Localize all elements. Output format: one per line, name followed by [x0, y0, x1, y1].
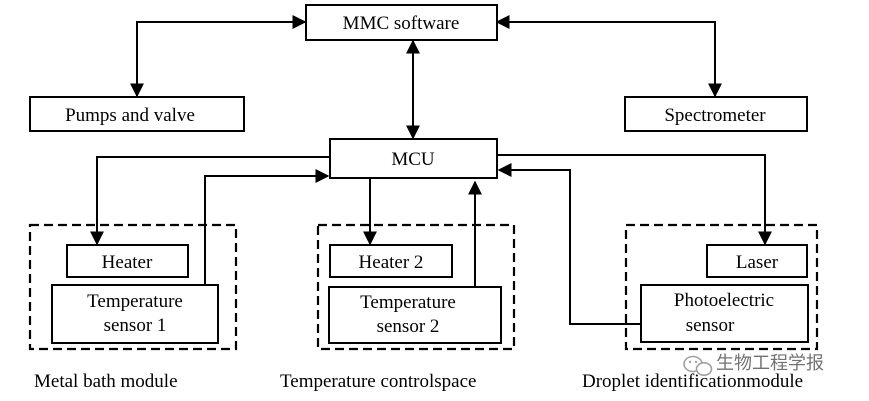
- mcu-laser-link: [497, 154, 772, 246]
- temperature-sensor1-label-line2: sensor 1: [104, 315, 167, 336]
- mcu-label: MCU: [391, 149, 435, 170]
- droplet-identification-module-caption: Droplet identificationmodule: [582, 371, 803, 392]
- temperature-sensor2-block: Temperature sensor 2: [328, 286, 502, 344]
- temperature-control-module-caption: Temperature controlspace: [280, 371, 477, 392]
- mcu-block: MCU: [329, 138, 498, 179]
- mmc-software-label: MMC software: [343, 13, 460, 34]
- pumps-valve-block: Pumps and valve: [29, 96, 245, 132]
- photoelectric-sensor-label-line1: Photoelectric: [674, 290, 774, 311]
- spectrometer-block: Spectrometer: [624, 96, 808, 132]
- metal-bath-module-caption: Metal bath module: [34, 371, 178, 392]
- wechat-logo-icon: [683, 355, 713, 376]
- mmc-pumps-link: [130, 15, 307, 98]
- temperature-sensor2-label-line2: sensor 2: [377, 316, 440, 337]
- droplet-identification-module-frame: [624, 223, 819, 351]
- photoelectric-sensor-block: Photoelectric sensor: [640, 284, 809, 343]
- temperature-sensor1-label-line1: Temperature: [87, 291, 183, 312]
- photosensor-mcu-link: [497, 163, 640, 325]
- metal-bath-module-frame: [28, 223, 238, 351]
- watermark-text: 生物工程学报: [716, 353, 824, 374]
- mcu-heater1-link: [90, 156, 330, 246]
- mmc-spectrometer-link: [495, 15, 722, 98]
- temperature-control-module-frame: [316, 223, 516, 351]
- heater2-block: Heater 2: [329, 244, 453, 278]
- mmc-software-block: MMC software: [305, 4, 498, 41]
- pumps-valve-label: Pumps and valve: [65, 105, 195, 126]
- heater1-block: Heater: [66, 244, 189, 278]
- watermark: 生物工程学报: [683, 353, 824, 376]
- spectrometer-label: Spectrometer: [664, 105, 766, 126]
- laser-label: Laser: [736, 252, 779, 273]
- laser-block: Laser: [706, 244, 808, 278]
- temperature-sensor1-block: Temperature sensor 1: [51, 284, 219, 344]
- heater2-label: Heater 2: [359, 252, 424, 273]
- sensor1-mcu-link: [204, 169, 330, 284]
- photoelectric-sensor-label-line2: sensor: [686, 315, 735, 336]
- heater1-label: Heater: [102, 252, 153, 273]
- temperature-sensor2-label-line1: Temperature: [360, 292, 456, 313]
